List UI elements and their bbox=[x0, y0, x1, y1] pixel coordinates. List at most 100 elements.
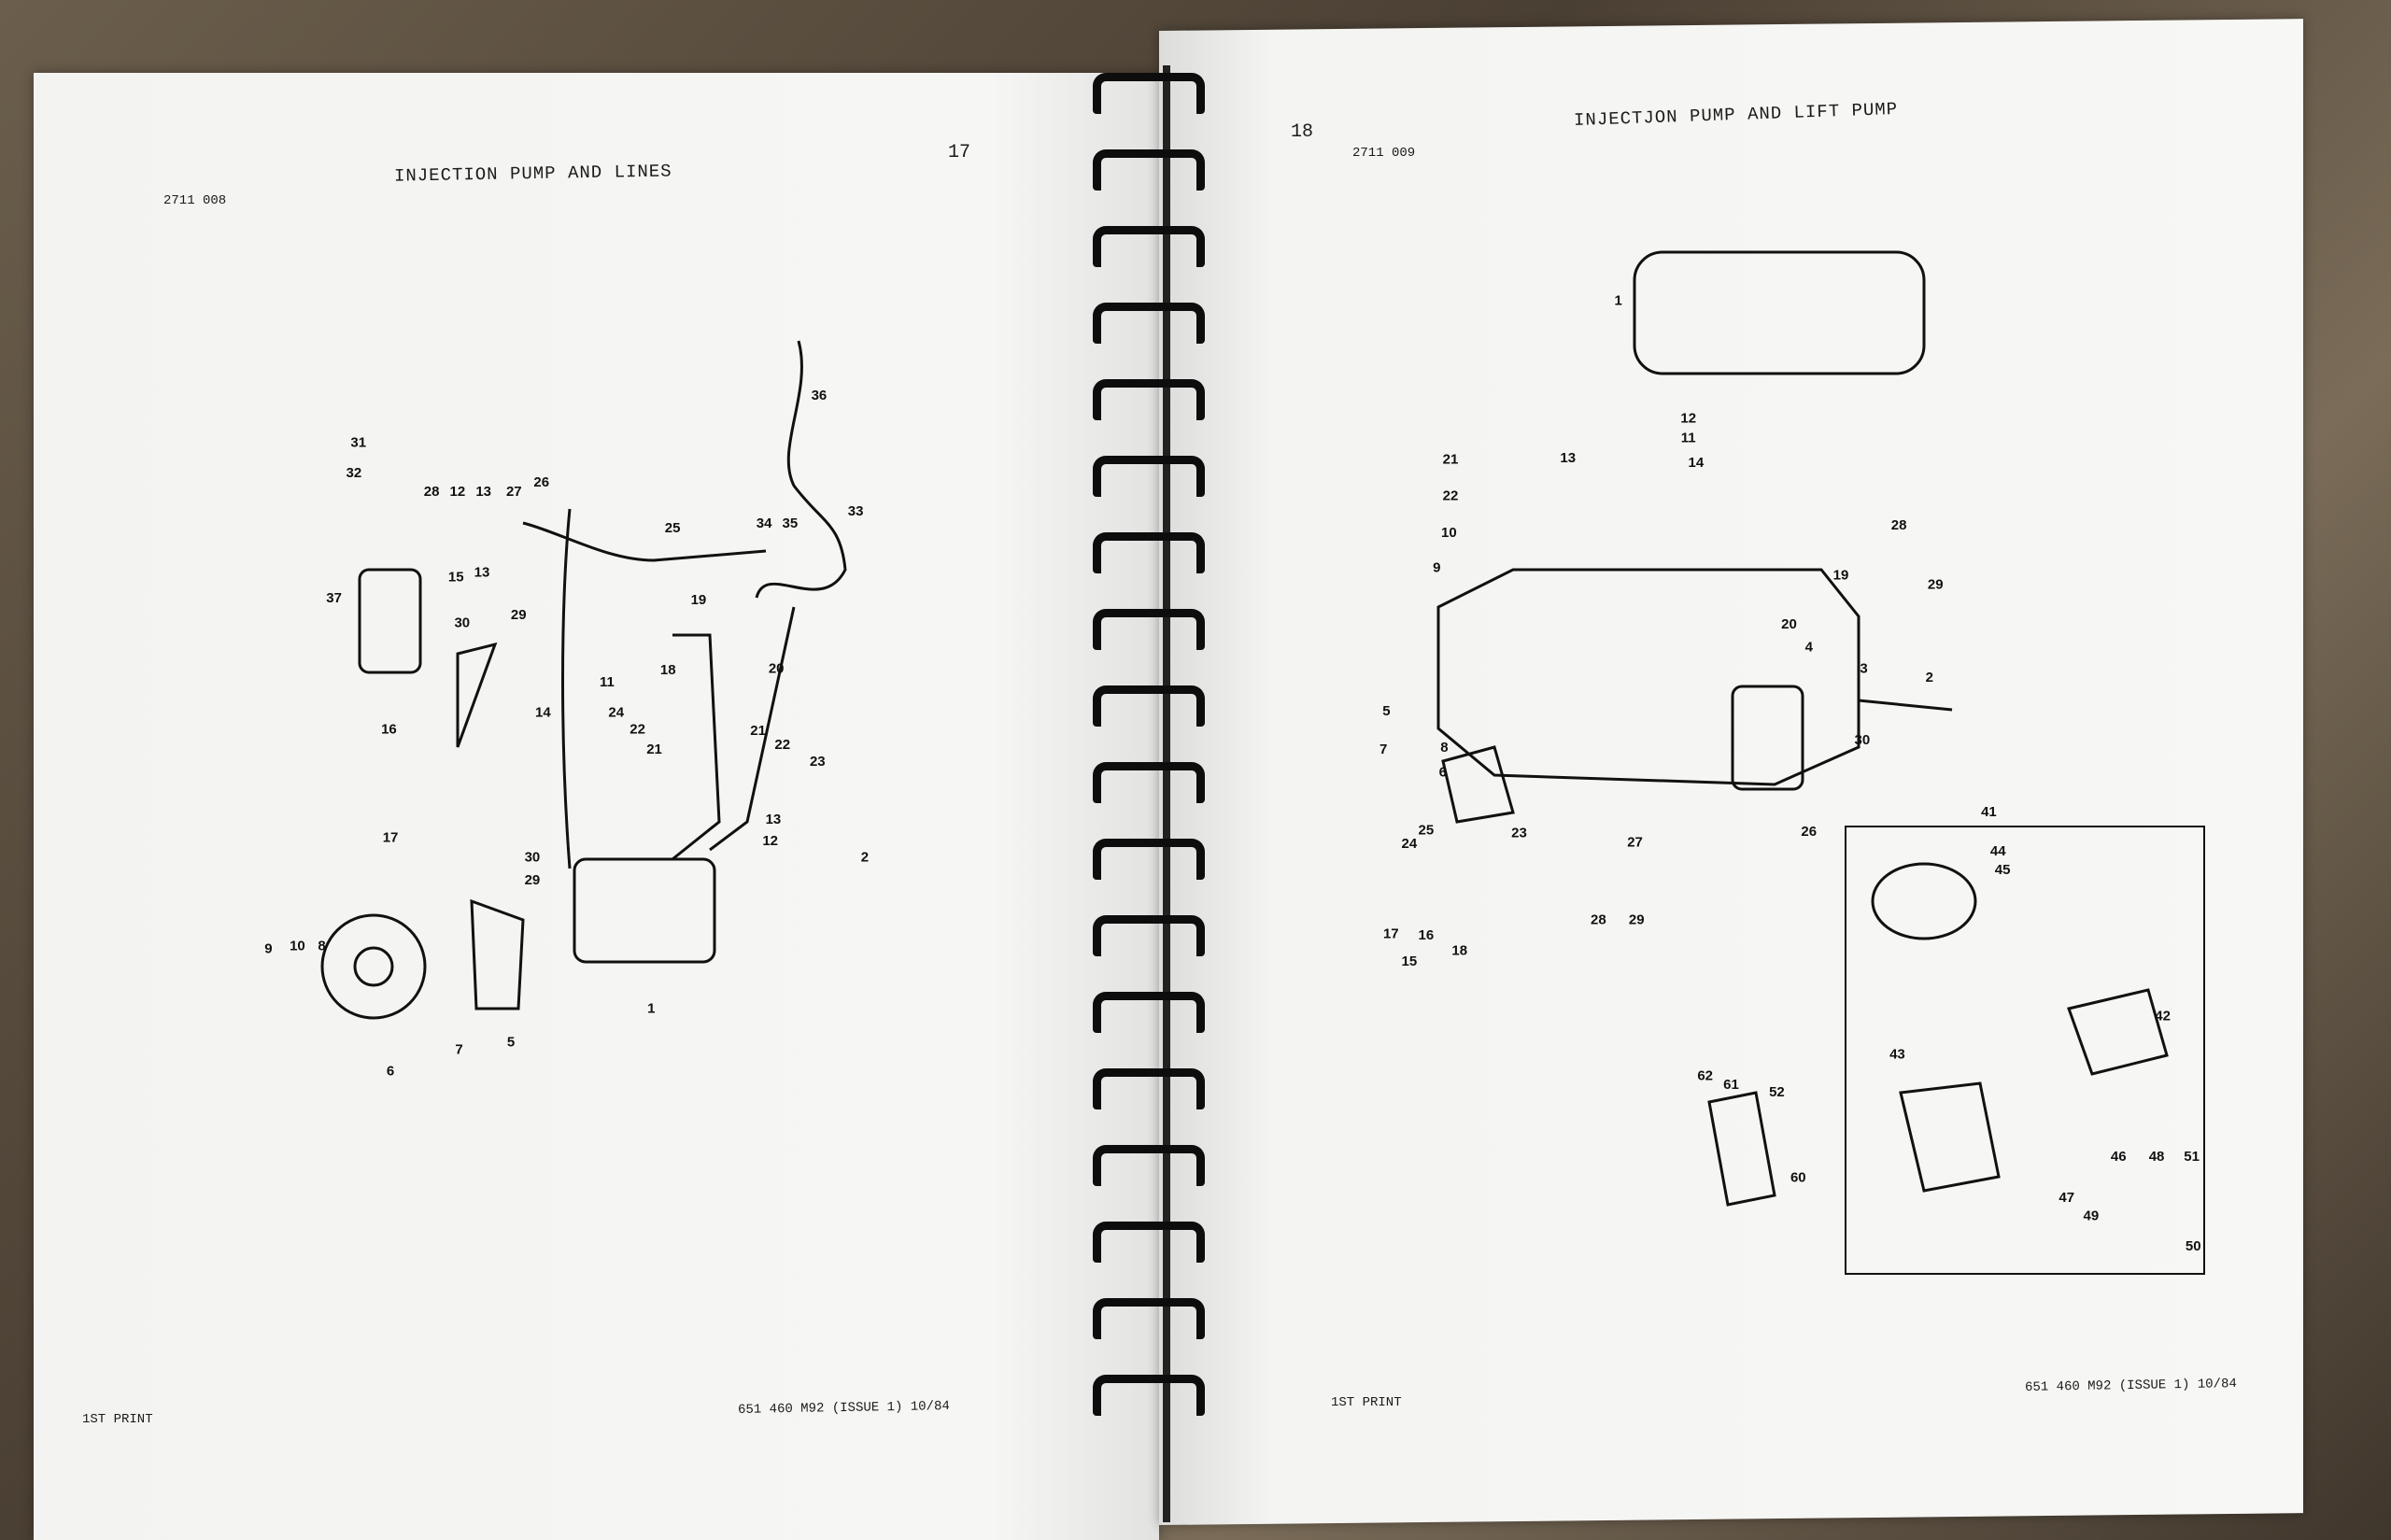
callout-14: 14 bbox=[1689, 455, 1705, 471]
callout-17: 17 bbox=[1383, 925, 1399, 941]
callout-10: 10 bbox=[290, 938, 305, 954]
injection-pump-1-top bbox=[1633, 250, 1926, 375]
binding-ring bbox=[1093, 303, 1205, 344]
callout-12: 12 bbox=[762, 833, 778, 849]
fuel-filter-37 bbox=[358, 568, 422, 674]
callout-2: 2 bbox=[861, 850, 869, 866]
callout-22: 22 bbox=[774, 737, 790, 753]
fuel-line-25 bbox=[522, 521, 767, 562]
callout-22: 22 bbox=[630, 722, 645, 738]
binding-ring bbox=[1093, 379, 1205, 420]
binding-ring bbox=[1093, 1222, 1205, 1263]
binding-ring bbox=[1093, 1298, 1205, 1339]
binding-ring bbox=[1093, 762, 1205, 803]
callout-36: 36 bbox=[812, 388, 828, 403]
callout-25: 25 bbox=[665, 520, 681, 536]
callout-37: 37 bbox=[326, 590, 342, 606]
binding-ring bbox=[1093, 1375, 1205, 1416]
callout-24: 24 bbox=[1402, 836, 1418, 852]
callout-29: 29 bbox=[1928, 576, 1944, 592]
fuel-line-18 bbox=[672, 633, 721, 861]
binding-ring bbox=[1093, 1145, 1205, 1186]
callout-48: 48 bbox=[2149, 1149, 2165, 1165]
callout-7: 7 bbox=[1379, 742, 1387, 757]
callout-28: 28 bbox=[1891, 517, 1907, 533]
callout-13: 13 bbox=[475, 484, 491, 500]
callout-18: 18 bbox=[660, 662, 676, 678]
binding-ring bbox=[1093, 456, 1205, 497]
callout-5: 5 bbox=[1382, 703, 1390, 719]
callout-41: 41 bbox=[1981, 804, 1997, 820]
callout-27: 27 bbox=[506, 484, 522, 500]
binding-ring bbox=[1093, 532, 1205, 573]
callout-13: 13 bbox=[766, 812, 782, 827]
gasket-52 bbox=[1707, 1091, 1776, 1207]
right-footer-print: 1ST PRINT bbox=[1331, 1395, 1402, 1410]
callout-43: 43 bbox=[1889, 1046, 1905, 1062]
fuel-line-20 bbox=[709, 606, 796, 852]
binding-ring bbox=[1093, 609, 1205, 650]
gasket-23 bbox=[1441, 745, 1515, 824]
binding-ring bbox=[1093, 73, 1205, 114]
callout-4: 4 bbox=[1805, 639, 1814, 655]
right-diagram bbox=[1436, 250, 2205, 1275]
injector-16 bbox=[456, 642, 498, 748]
fuel-line-14 bbox=[561, 508, 572, 869]
callout-1: 1 bbox=[647, 1000, 655, 1016]
pump-housing bbox=[1731, 685, 1804, 791]
callout-15: 15 bbox=[1402, 954, 1418, 969]
callout-28: 28 bbox=[1591, 912, 1606, 928]
callout-9: 9 bbox=[1433, 559, 1440, 575]
callout-29: 29 bbox=[511, 607, 527, 623]
binding-ring bbox=[1093, 685, 1205, 727]
injection-pump-1 bbox=[573, 857, 716, 964]
callout-23: 23 bbox=[810, 754, 826, 770]
callout-26: 26 bbox=[1801, 824, 1817, 840]
binding-ring bbox=[1093, 839, 1205, 880]
callout-34: 34 bbox=[757, 516, 772, 531]
callout-21: 21 bbox=[750, 723, 766, 739]
callout-35: 35 bbox=[783, 516, 799, 531]
callout-50: 50 bbox=[2186, 1238, 2201, 1254]
callout-29: 29 bbox=[525, 872, 541, 888]
callout-3: 3 bbox=[1860, 660, 1867, 676]
callout-33: 33 bbox=[848, 503, 864, 519]
left-page-number: 17 bbox=[948, 142, 971, 163]
callout-8: 8 bbox=[318, 938, 325, 954]
left-diagram bbox=[320, 340, 847, 1020]
right-figure-ref: 2711 009 bbox=[1352, 146, 1416, 161]
binding-spine bbox=[1163, 65, 1170, 1522]
callout-19: 19 bbox=[1833, 568, 1849, 584]
lift-pump-body bbox=[1899, 1081, 2001, 1193]
callout-31: 31 bbox=[350, 435, 366, 451]
callout-61: 61 bbox=[1723, 1077, 1739, 1093]
binding-ring bbox=[1093, 149, 1205, 191]
callout-13: 13 bbox=[1560, 450, 1576, 466]
callout-42: 42 bbox=[2155, 1009, 2171, 1024]
callout-30: 30 bbox=[525, 850, 541, 866]
callout-51: 51 bbox=[2184, 1149, 2200, 1165]
callout-12: 12 bbox=[450, 484, 466, 500]
gear-6 bbox=[320, 913, 427, 1020]
callout-22: 22 bbox=[1443, 488, 1459, 504]
callout-11: 11 bbox=[1681, 431, 1696, 446]
callout-49: 49 bbox=[2083, 1208, 2099, 1224]
callout-62: 62 bbox=[1697, 1067, 1713, 1083]
callout-9: 9 bbox=[264, 941, 272, 957]
callout-24: 24 bbox=[608, 705, 624, 721]
callout-13: 13 bbox=[474, 564, 490, 580]
injection-pump-body bbox=[1436, 568, 1860, 786]
callout-8: 8 bbox=[1440, 740, 1448, 756]
callout-17: 17 bbox=[383, 830, 399, 846]
callout-46: 46 bbox=[2111, 1149, 2127, 1165]
callout-16: 16 bbox=[1419, 927, 1435, 943]
callout-44: 44 bbox=[1990, 843, 2006, 859]
fuel-line-36 bbox=[755, 340, 847, 599]
left-footer-print: 1ST PRINT bbox=[82, 1412, 153, 1427]
callout-60: 60 bbox=[1790, 1170, 1806, 1186]
callout-47: 47 bbox=[2059, 1190, 2074, 1206]
callout-6: 6 bbox=[387, 1063, 394, 1079]
callout-7: 7 bbox=[455, 1042, 462, 1058]
callout-23: 23 bbox=[1511, 826, 1527, 841]
